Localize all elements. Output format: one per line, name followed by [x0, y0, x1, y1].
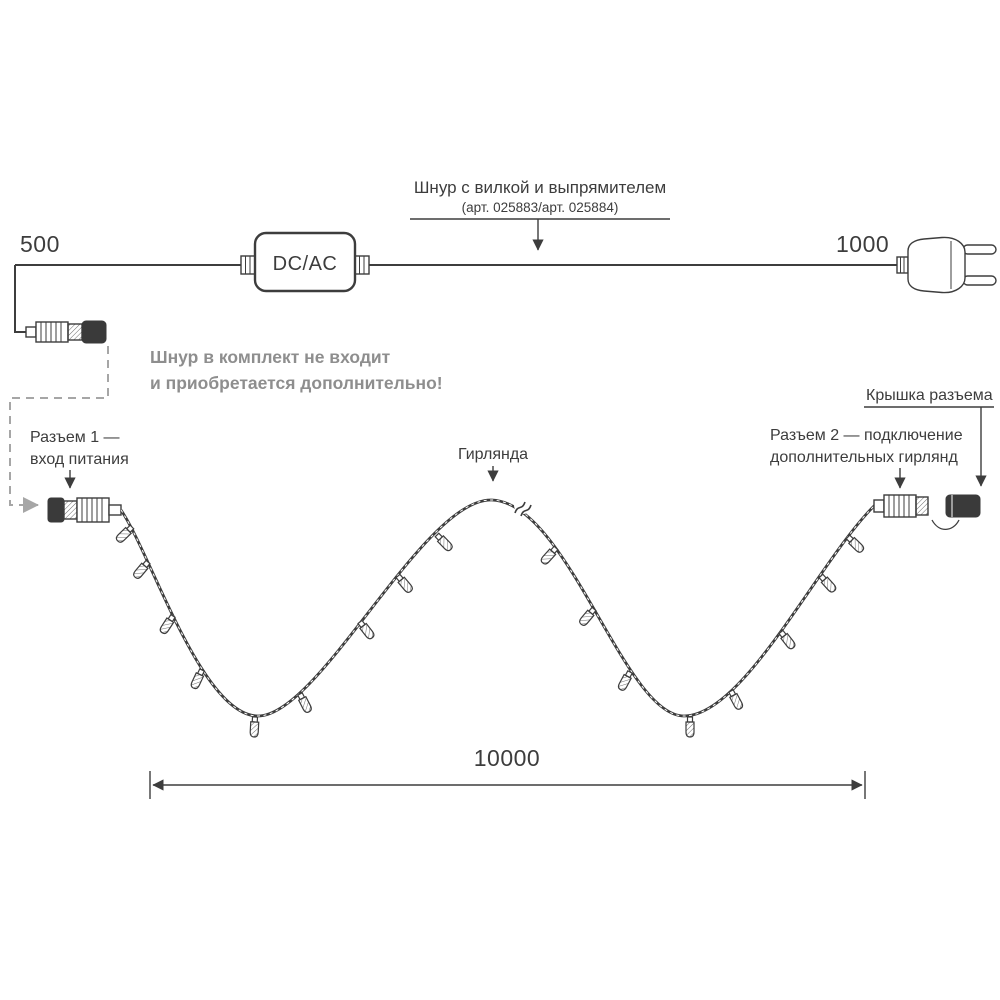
connector1-label-line2: вход питания [30, 451, 129, 468]
note-line-1: Шнур в комплект не входит [150, 347, 391, 367]
converter-label: DC/AC [273, 253, 338, 275]
garland-lamp [115, 524, 135, 543]
garland-lamp [540, 545, 559, 565]
connector-cap-tip [81, 320, 107, 344]
converter-right-nub [354, 255, 370, 275]
total-length-value: 10000 [474, 745, 540, 771]
garland-lamps [115, 524, 865, 738]
converter-left-nub [240, 255, 256, 275]
connector-cap [931, 494, 981, 531]
plug-strain-relief [896, 256, 909, 274]
not-included-note: Шнур в комплект не входит и приобретаетс… [150, 347, 443, 393]
garland-lamp [685, 716, 695, 738]
power-plug [896, 236, 997, 294]
plug-pin-top [962, 244, 997, 255]
dashed-connection-route [9, 346, 109, 513]
cap-tether [931, 519, 960, 531]
connector-1-label: Разъем 1 — вход питания [30, 429, 129, 489]
garland-lamp [159, 613, 176, 635]
garland-lamp [727, 689, 744, 710]
cap-label: Крышка разъема [864, 387, 994, 487]
garland-lamp [617, 670, 634, 691]
connector-1-bottom [47, 497, 122, 523]
cord-callout-title: Шнур с вилкой и выпрямителем [414, 178, 666, 197]
garland-lamp [434, 532, 453, 552]
connector-2 [873, 494, 929, 518]
plug-body [907, 236, 966, 294]
garland-lamp [249, 716, 260, 738]
cord-callout-subtitle: (арт. 025883/арт. 025884) [462, 200, 619, 215]
dcac-converter: DC/AC [240, 231, 370, 293]
note-line-2: и приобретается дополнительно! [150, 373, 443, 393]
connector1-label-line1: Разъем 1 — [30, 429, 120, 446]
garland-lamp [296, 692, 312, 713]
garland-lamp [778, 629, 796, 650]
cord-left-drop [14, 265, 26, 333]
cap-label-text: Крышка разъема [866, 387, 993, 404]
cord-callout: Шнур с вилкой и выпрямителем (арт. 02588… [410, 178, 670, 251]
cap-body [945, 494, 981, 518]
wire-break-mark [514, 496, 532, 517]
connector2-label-line2: дополнительных гирлянд [770, 449, 958, 466]
garland-lamp [818, 573, 837, 593]
garland-wire [119, 498, 876, 718]
garland-lamp [190, 668, 206, 690]
total-length-dimension: 10000 [149, 745, 866, 799]
converter-box [253, 231, 357, 293]
garland-lamp [133, 559, 151, 579]
garland-wire-path [119, 498, 876, 718]
connector2-label-line1: Разъем 2 — подключение [770, 427, 963, 444]
power-cord [14, 264, 897, 333]
cord-length-left: 500 [20, 231, 60, 257]
garland-label: Гирлянда [458, 446, 528, 482]
cord-length-right: 1000 [836, 231, 889, 257]
connector-2-label: Разъем 2 — подключение дополнительных ги… [770, 427, 963, 489]
garland-lamp [845, 534, 865, 553]
garland-lamp [395, 573, 413, 593]
plug-pin-bottom [962, 275, 997, 286]
garland-label-text: Гирлянда [458, 446, 528, 463]
garland-lamp [357, 619, 375, 640]
connector-1-top [25, 320, 107, 344]
garland-wire-twist [120, 499, 876, 717]
garland-lamp [579, 606, 597, 626]
